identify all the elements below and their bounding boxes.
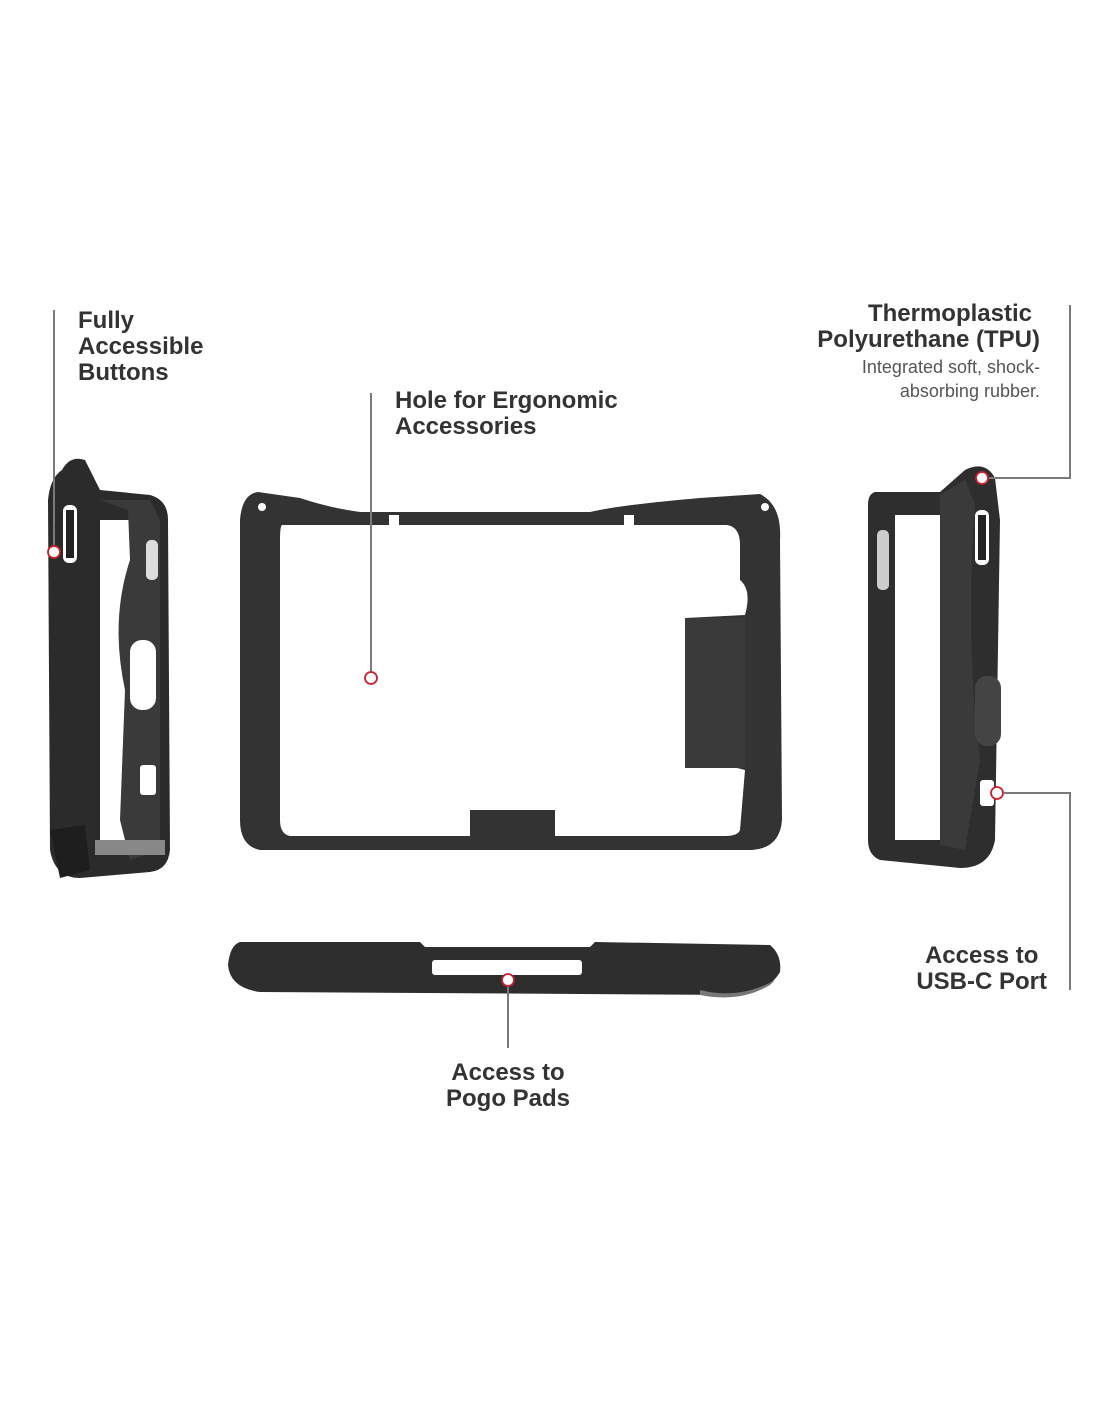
marker-hole [364,671,378,685]
marker-circles [47,471,1004,987]
callout-text: Buttons [78,359,169,386]
case-bottom-view [228,942,781,998]
callout-text: Polyurethane (TPU) [817,326,1040,353]
callout-tpu-description: Integrated soft, shock- absorbing rubber… [862,355,1040,403]
case-left-side-view [48,458,170,878]
callout-text: USB-C Port [916,968,1047,995]
callout-desc: Integrated soft, shock- [861,357,1040,377]
callout-desc: absorbing rubber. [899,381,1040,401]
callout-text: Fully [78,307,135,334]
marker-tpu [975,471,989,485]
callout-hole: Hole for Ergonomic Accessories [395,388,618,440]
callout-text: Accessible [78,333,204,360]
leader-lines [53,305,1071,1048]
marker-usbc [990,786,1004,800]
callout-buttons: Fully Accessible Buttons [78,308,203,386]
callout-tpu: Thermoplastic Polyurethane (TPU) [817,301,1040,353]
case-right-side-view [868,466,1001,868]
callout-text: Access to [924,942,1039,969]
case-front-view [240,492,782,850]
marker-pogo [501,973,515,987]
callout-text: Access to [451,1059,565,1086]
callout-pogo: Access to Pogo Pads [408,1060,608,1112]
callout-text: Pogo Pads [445,1085,571,1112]
callout-text: Accessories [395,413,537,440]
callout-usbc: Access to USB-C Port [916,943,1047,995]
marker-buttons [47,545,61,559]
callout-text: Thermoplastic [867,300,1032,327]
callout-text: Hole for Ergonomic [395,387,618,414]
